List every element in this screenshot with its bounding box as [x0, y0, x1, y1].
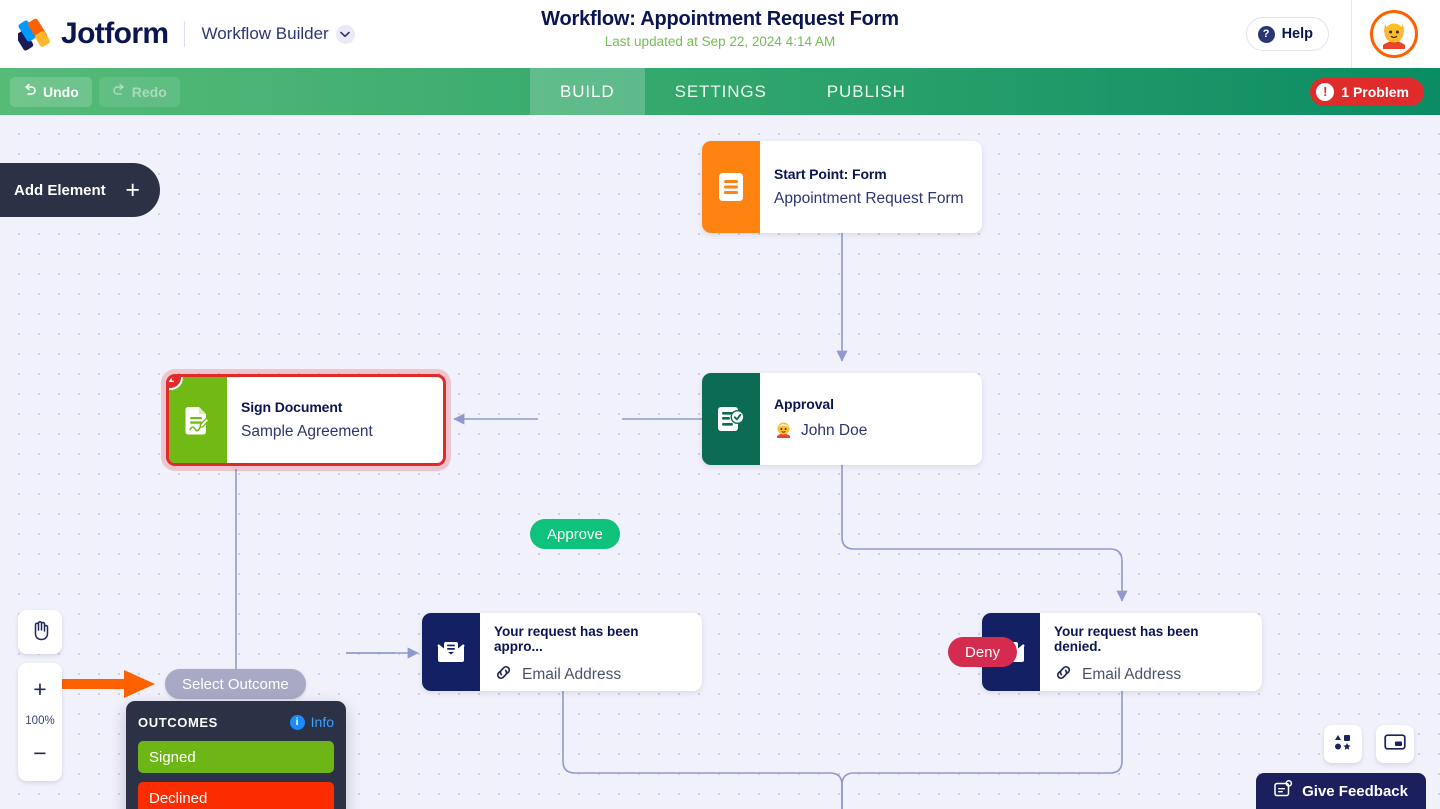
header-divider	[184, 21, 186, 47]
outcomes-panel: OUTCOMES i Info Signed Declined Canceled	[126, 701, 346, 809]
redo-label: Redo	[131, 83, 167, 100]
give-feedback-label: Give Feedback	[1302, 782, 1408, 800]
node-subtitle: Sample Agreement	[241, 423, 373, 440]
feedback-card-icon	[1274, 780, 1293, 802]
node-subtitle: Email Address	[522, 666, 622, 683]
envelope-icon	[422, 613, 480, 691]
zoom-level-label: 100%	[25, 715, 55, 727]
sign-document-icon	[169, 377, 227, 463]
node-approval[interactable]: Approval John Doe	[702, 373, 982, 465]
person-avatar	[774, 420, 793, 442]
node-start-point-body: Start Point: Form Appointment Request Fo…	[760, 141, 980, 233]
node-title: Your request has been appro...	[494, 624, 639, 654]
chevron-down-icon[interactable]	[335, 24, 355, 44]
outcomes-info-button[interactable]: i Info	[289, 714, 334, 730]
header-divider-2	[1351, 0, 1352, 68]
avatar[interactable]	[1370, 10, 1418, 58]
tab-publish[interactable]: PUBLISH	[826, 81, 906, 101]
undo-redo-group: Undo Redo	[0, 76, 180, 107]
pan-tool-button[interactable]	[18, 610, 62, 654]
edge-label-approve[interactable]: Approve	[530, 519, 620, 549]
approval-check-icon	[702, 373, 760, 465]
outcome-option-declined[interactable]: Declined	[138, 782, 334, 809]
node-subtitle: Email Address	[1082, 666, 1182, 683]
node-subtitle-row: Email Address	[494, 663, 688, 687]
zoom-control: + 100% −	[18, 663, 62, 781]
link-icon	[1054, 663, 1073, 687]
hand-icon	[30, 619, 51, 646]
node-start-point[interactable]: Start Point: Form Appointment Request Fo…	[702, 141, 982, 233]
node-title: Sign Document	[241, 399, 343, 415]
help-button[interactable]: ? Help	[1245, 17, 1329, 51]
node-title: Your request has been denied.	[1054, 624, 1199, 654]
problem-badge[interactable]: ! 1 Problem	[1310, 77, 1424, 106]
node-sign-document[interactable]: 1 Sign Document Sample Agreement	[166, 374, 446, 466]
zoom-in-button[interactable]: +	[33, 675, 47, 702]
pointer-arrow-icon	[58, 667, 158, 701]
tab-build[interactable]: BUILD	[530, 68, 645, 115]
undo-button[interactable]: Undo	[10, 76, 92, 107]
node-title: Start Point: Form	[774, 166, 887, 182]
node-subtitle-row: Email Address	[1054, 663, 1248, 687]
add-element-label: Add Element	[14, 181, 106, 199]
help-label: Help	[1281, 26, 1313, 42]
select-outcome-button[interactable]: Select Outcome	[165, 669, 306, 699]
form-document-icon	[702, 141, 760, 233]
plus-icon: +	[125, 175, 140, 204]
outcome-option-signed[interactable]: Signed	[138, 741, 334, 773]
workflow-canvas[interactable]: Add Element + Start Point: Form Appointm…	[0, 115, 1440, 809]
minimap-icon	[1384, 733, 1406, 756]
header-right-actions: ? Help	[1245, 0, 1440, 68]
shapes-icon	[1333, 732, 1353, 757]
give-feedback-button[interactable]: Give Feedback	[1256, 773, 1426, 809]
node-email-denied[interactable]: Your request has been denied. Email Addr…	[982, 613, 1262, 691]
connector-edges	[235, 233, 1128, 809]
brand-name: Jotform	[61, 17, 169, 50]
zoom-out-button[interactable]: −	[33, 739, 47, 766]
problem-label: 1 Problem	[1341, 83, 1409, 100]
workflow-builder-label: Workflow Builder	[201, 24, 329, 43]
node-email-approved[interactable]: Your request has been appro... Email Add…	[422, 613, 702, 691]
node-email-denied-body: Your request has been denied. Email Addr…	[1040, 613, 1262, 691]
link-icon	[494, 663, 513, 687]
redo-arrow-icon	[112, 83, 126, 100]
edge-label-deny[interactable]: Deny	[948, 637, 1018, 667]
node-subtitle: John Doe	[801, 422, 868, 439]
shapes-legend-button[interactable]	[1324, 725, 1362, 763]
jotform-logo-icon	[15, 17, 52, 51]
node-subtitle: Appointment Request Form	[774, 190, 964, 207]
action-toolbar: Undo Redo BUILD SETTINGS PUBLISH ! 1 Pro…	[0, 68, 1440, 115]
undo-label: Undo	[43, 83, 79, 100]
node-subtitle-row: John Doe	[774, 420, 867, 442]
undo-arrow-icon	[23, 83, 37, 100]
node-email-approved-body: Your request has been appro... Email Add…	[480, 613, 702, 691]
minimap-button[interactable]	[1376, 725, 1414, 763]
node-title: Approval	[774, 396, 834, 412]
alert-exclamation-icon: !	[1316, 82, 1335, 101]
node-approval-body: Approval John Doe	[760, 373, 883, 465]
canvas-view-controls	[1324, 725, 1414, 763]
redo-button[interactable]: Redo	[98, 76, 180, 107]
tab-settings[interactable]: SETTINGS	[674, 81, 767, 101]
outcomes-heading: OUTCOMES	[138, 714, 218, 730]
brand-block[interactable]: Jotform	[0, 17, 169, 51]
main-tabs: BUILD SETTINGS PUBLISH	[530, 68, 936, 115]
add-element-button[interactable]: Add Element +	[0, 163, 160, 217]
question-mark-icon: ?	[1257, 25, 1275, 43]
node-sign-document-body: Sign Document Sample Agreement	[227, 377, 389, 463]
outcomes-info-label: Info	[310, 714, 334, 730]
info-icon: i	[289, 714, 305, 730]
outcomes-header: OUTCOMES i Info	[138, 714, 334, 730]
app-header: Jotform Workflow Builder Workflow: Appoi…	[0, 0, 1440, 68]
workflow-builder-selector[interactable]: Workflow Builder	[201, 24, 355, 44]
